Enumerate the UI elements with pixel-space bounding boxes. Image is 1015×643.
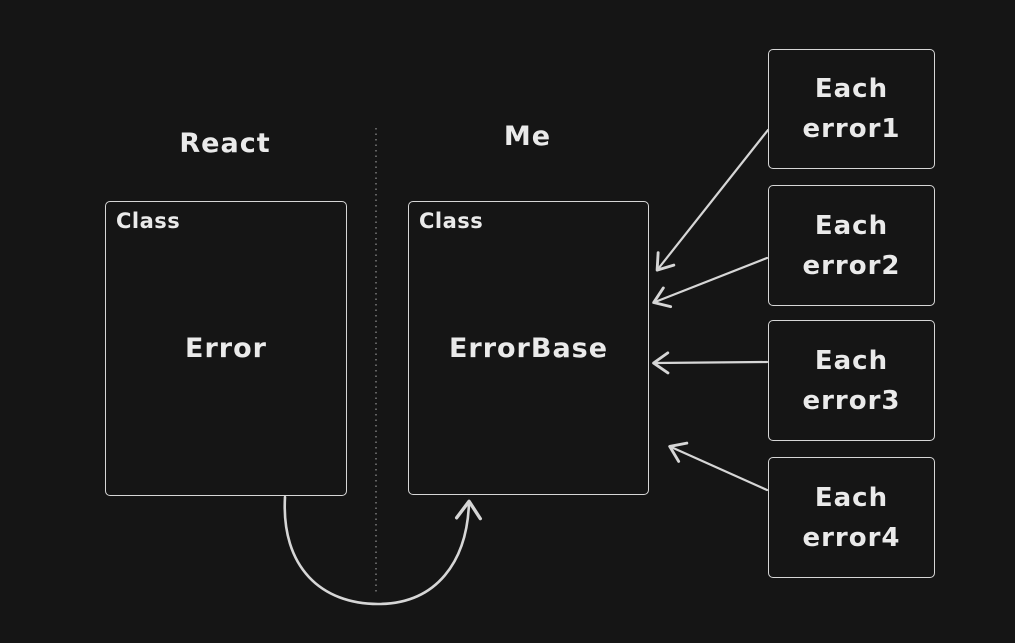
- each-error1-line2: error1: [802, 114, 901, 144]
- curved-arrow-error-to-errorbase: [283, 495, 482, 606]
- each-error2-line2: error2: [802, 250, 901, 281]
- arrow-each-error1-to-errorbase: [655, 128, 770, 272]
- error-class-title: Error: [185, 333, 267, 364]
- each-error3-line2: error3: [802, 385, 901, 416]
- errorbase-class-tag: Class: [419, 209, 484, 233]
- error-class-tag: Class: [116, 209, 181, 233]
- each-error1-box: Each error1: [768, 49, 935, 169]
- each-error3-line1: Each: [814, 345, 889, 376]
- each-error1-line1: Each: [814, 74, 889, 104]
- me-column-label: Me: [503, 121, 552, 152]
- each-error3-box: Each error3: [768, 320, 935, 441]
- react-column-label: React: [179, 128, 271, 159]
- arrow-each-error4-to-errorbase: [668, 441, 769, 492]
- each-error2-box: Each error2: [768, 185, 935, 306]
- errorbase-class-title: ErrorBase: [448, 332, 609, 364]
- each-error4-line2: error4: [802, 522, 901, 553]
- arrow-each-error2-to-errorbase: [652, 256, 769, 309]
- arrow-each-error3-to-errorbase: [652, 351, 769, 375]
- errorbase-class-box: Class ErrorBase: [408, 201, 649, 495]
- each-error2-line1: Each: [814, 210, 889, 241]
- each-error4-line1: Each: [814, 482, 889, 513]
- error-class-box: Class Error: [105, 201, 347, 496]
- each-error4-box: Each error4: [768, 457, 935, 578]
